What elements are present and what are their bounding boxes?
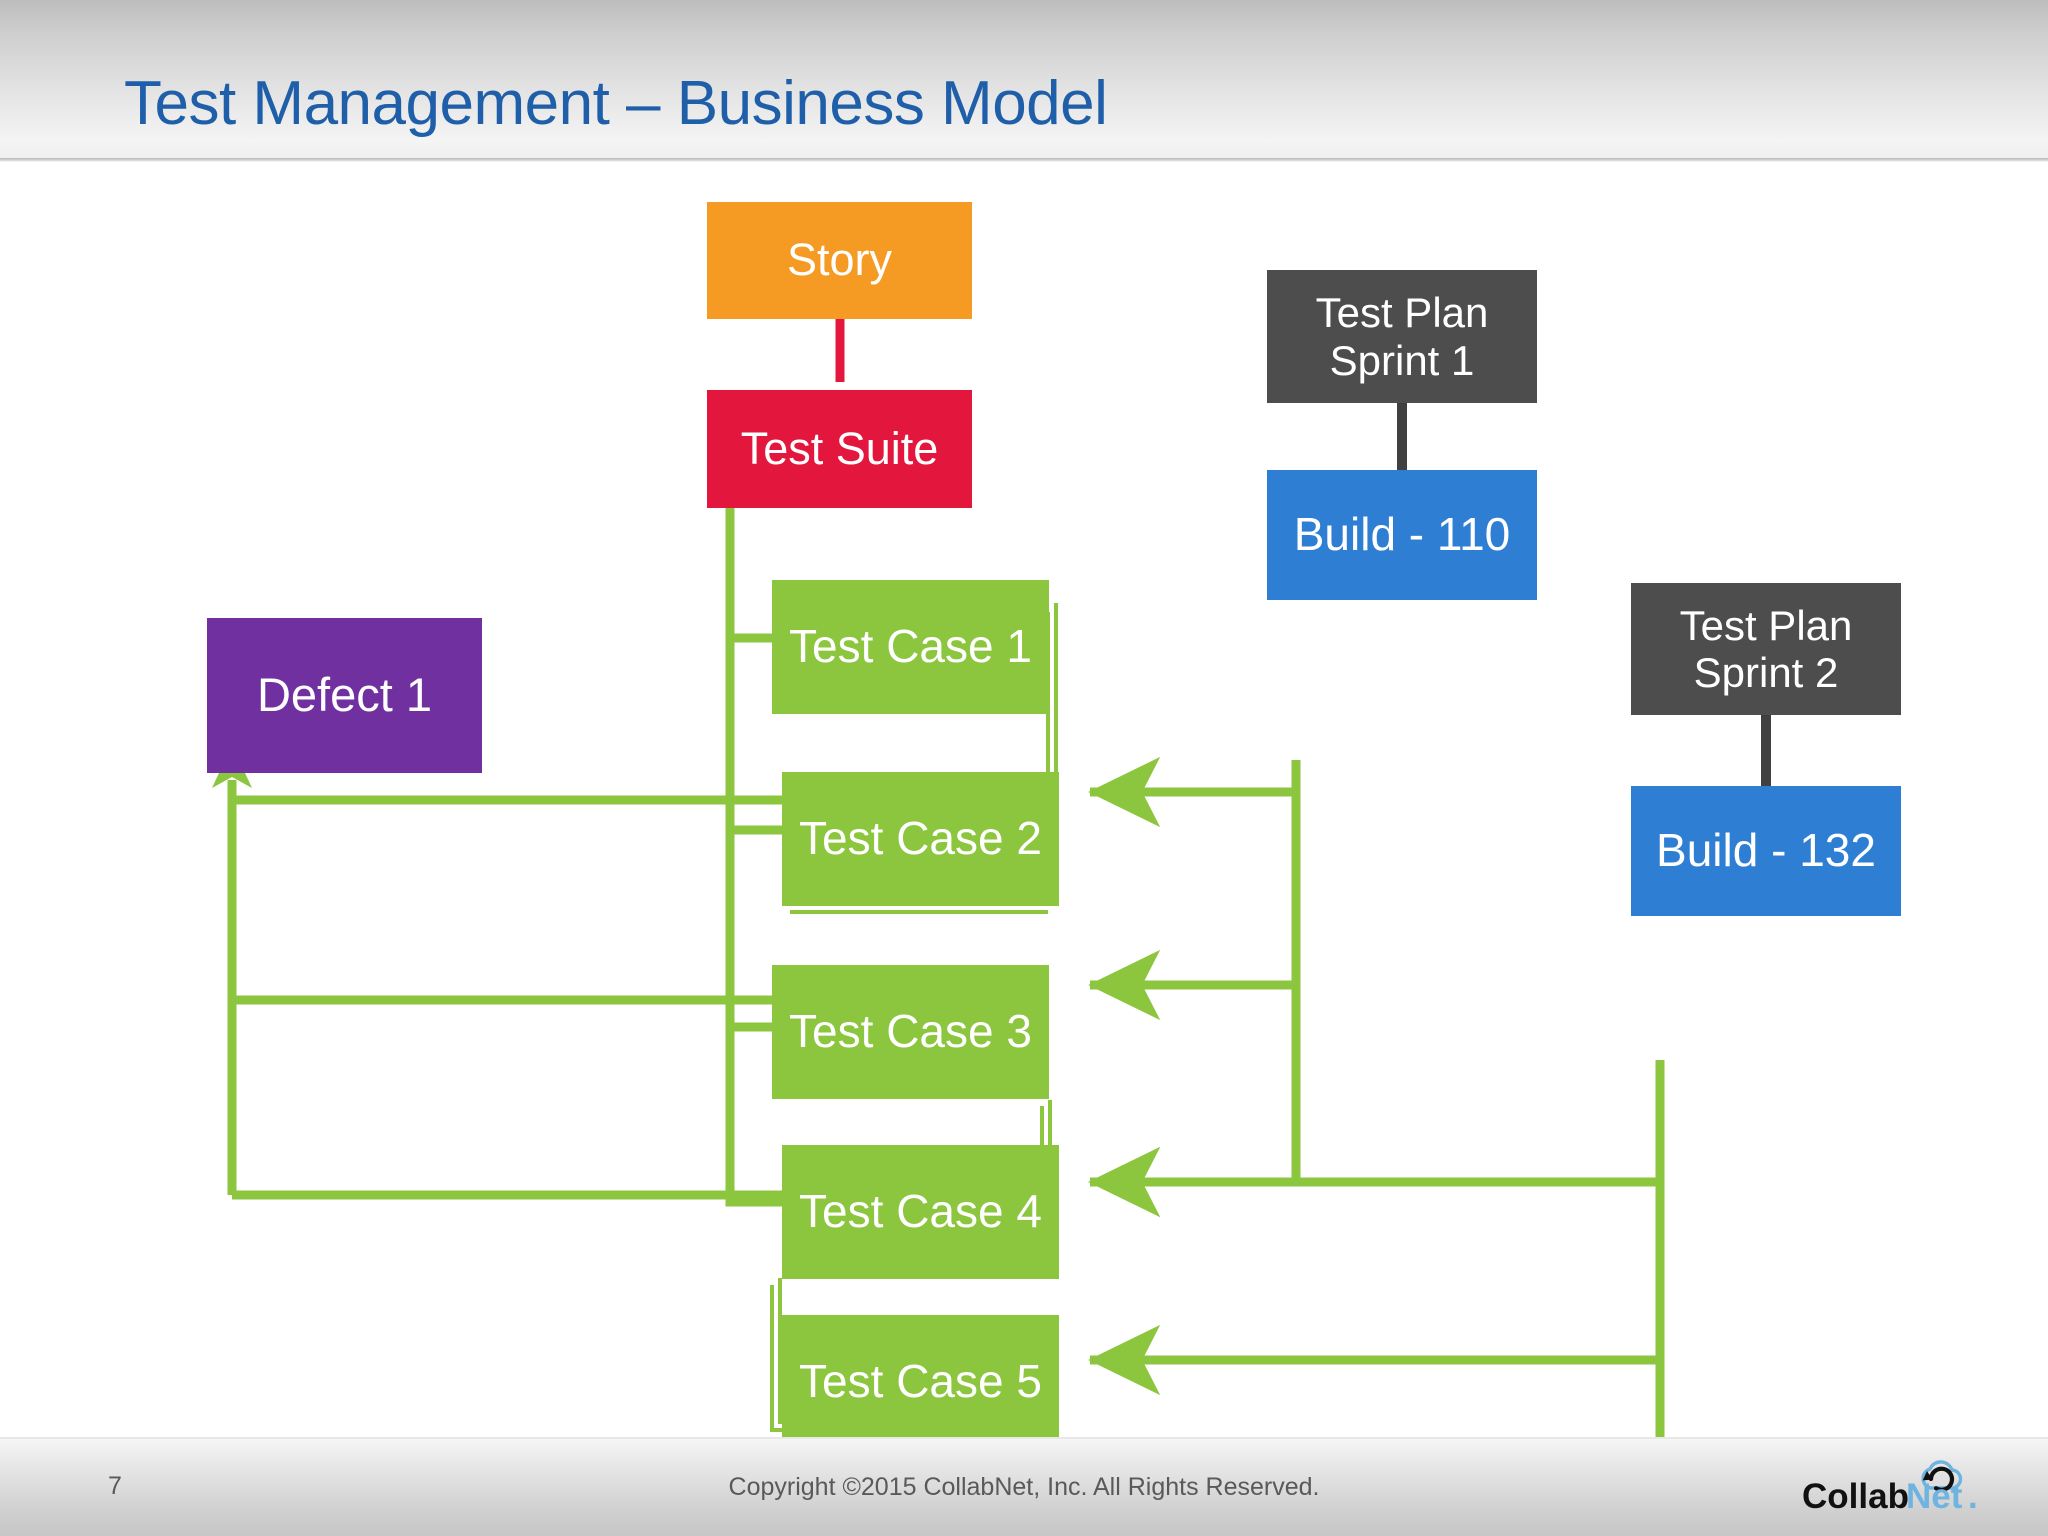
logo-collab-text: Collab — [1802, 1477, 1909, 1516]
node-test-plan-sprint-2 — [1631, 583, 1901, 715]
business-model-diagram: Story Test Suite Defect 1 Test Case 1 Te… — [0, 160, 2048, 1440]
cloud-icon — [1921, 1460, 1963, 1490]
edge-testcases-to-defect — [227, 780, 790, 1200]
node-defect-1 — [207, 551, 556, 773]
logo-net-text: Net — [1906, 1477, 1963, 1516]
node-story — [707, 202, 972, 319]
collabnet-logo: Collab Net . — [1802, 1460, 1978, 1516]
diagram-canvas — [207, 202, 1901, 1440]
node-test-suite — [707, 390, 972, 508]
slide-header — [0, 0, 2048, 160]
edge-build110-rail — [1088, 756, 1301, 1218]
logo-dot-text: . — [1968, 1477, 1978, 1516]
node-test-case-3 — [772, 965, 1049, 1099]
node-build-132 — [1631, 786, 1901, 916]
node-test-plan-sprint-1 — [1267, 270, 1537, 403]
refresh-arrow-icon — [1922, 1466, 1955, 1492]
node-test-case-5 — [782, 1315, 1059, 1440]
copyright-text: Copyright ©2015 CollabNet, Inc. All Righ… — [728, 1473, 1320, 1501]
page-number: 7 — [108, 1472, 122, 1500]
node-test-case-4 — [782, 1145, 1059, 1279]
node-build-110 — [1267, 470, 1537, 600]
header-divider — [0, 158, 2048, 162]
edge-build132-rail — [1088, 1060, 1665, 1440]
node-test-case-2 — [782, 772, 1059, 906]
footer-divider — [0, 1437, 2048, 1439]
slide-footer — [0, 1437, 2048, 1536]
node-test-case-1 — [772, 580, 1049, 714]
page-title: Test Management – Business Model — [124, 69, 1108, 138]
